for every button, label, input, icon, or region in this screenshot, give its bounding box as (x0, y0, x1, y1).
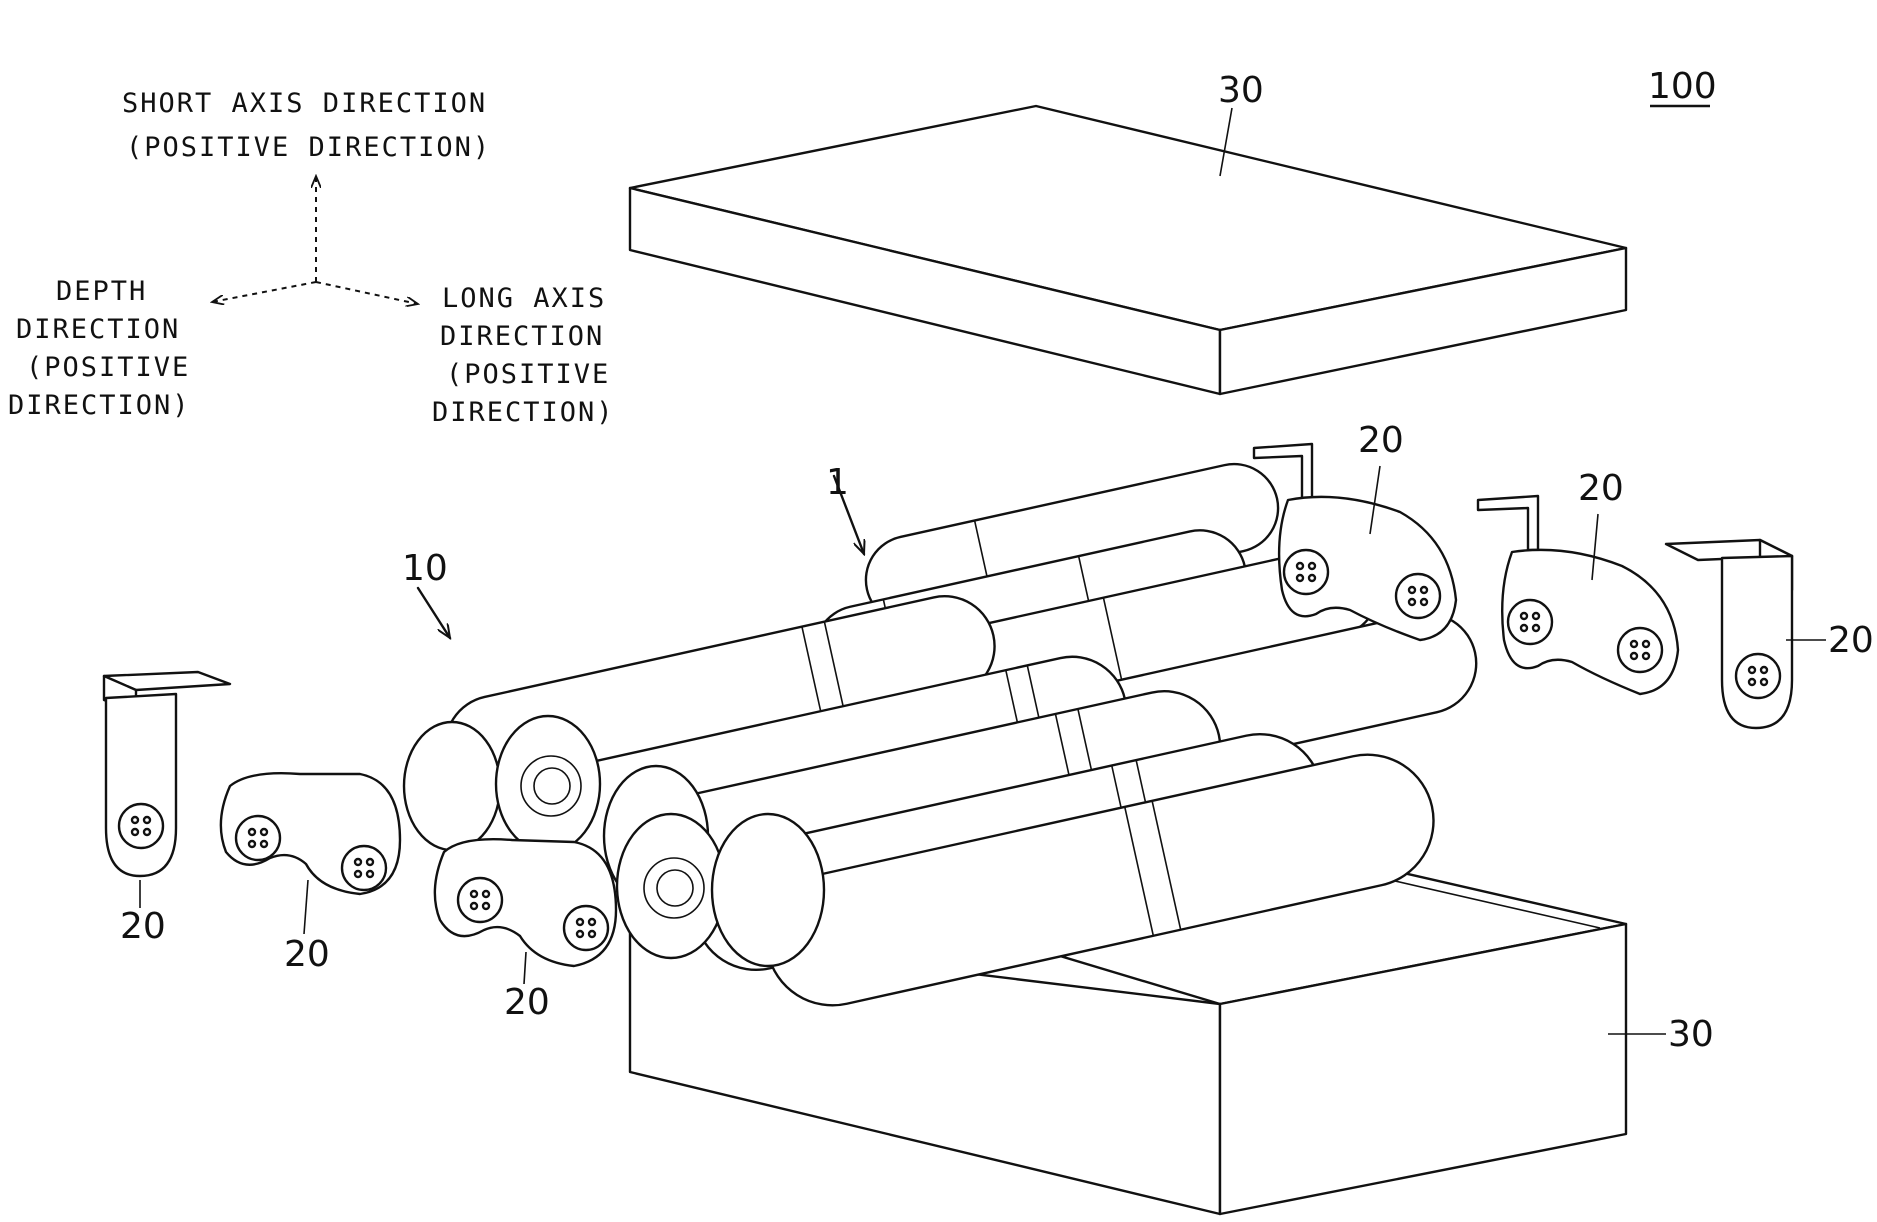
cell-ref-label: 1 (826, 462, 849, 503)
cell-end-cap (712, 814, 824, 966)
short-axis-label-line-1: SHORT AXIS DIRECTION (122, 88, 487, 119)
long-axis-label-line-1: LONG AXIS (442, 283, 606, 314)
case-lid (630, 106, 1626, 394)
depth-label-line-3: (POSITIVE (26, 352, 190, 383)
long-axis-label-line-3: (POSITIVE (446, 359, 610, 390)
connector-plate (221, 773, 400, 894)
connector-plate-end (104, 672, 230, 876)
short-axis-label-line-2: (POSITIVE DIRECTION) (126, 132, 491, 163)
cell-end-cap (496, 716, 600, 852)
connector-plate (435, 839, 616, 966)
cell-end-cap (404, 722, 500, 850)
plate-leader-line (304, 880, 308, 934)
plate-ref-label: 20 (284, 934, 330, 975)
cell-end-cap (617, 814, 725, 958)
plate-ref-label: 20 (1358, 420, 1404, 461)
plate-leader-line (524, 952, 526, 984)
long-axis-arrow (316, 282, 418, 304)
long-axis-label-line-4: DIRECTION) (432, 397, 615, 428)
connector-plate-end (1666, 540, 1792, 728)
figure-number-label: 100 (1648, 66, 1717, 107)
plate-ref-label: 20 (1578, 468, 1624, 509)
depth-label-line-1: DEPTH (56, 276, 147, 307)
cell-group-leader-arrow (418, 588, 450, 638)
plate-ref-label: 20 (1828, 620, 1874, 661)
lid-ref-label: 30 (1218, 70, 1264, 111)
plate-ref-label: 20 (504, 982, 550, 1023)
tray-ref-label: 30 (1668, 1014, 1714, 1055)
connector-plate (1478, 496, 1678, 694)
depth-label-line-4: DIRECTION) (8, 390, 191, 421)
depth-axis-arrow (212, 282, 316, 302)
axis-legend: SHORT AXIS DIRECTION (POSITIVE DIRECTION… (8, 88, 615, 428)
long-axis-label-line-2: DIRECTION (440, 321, 604, 352)
cell-group-ref-label: 10 (402, 548, 448, 589)
plate-ref-label: 20 (120, 906, 166, 947)
depth-label-line-2: DIRECTION (16, 314, 180, 345)
